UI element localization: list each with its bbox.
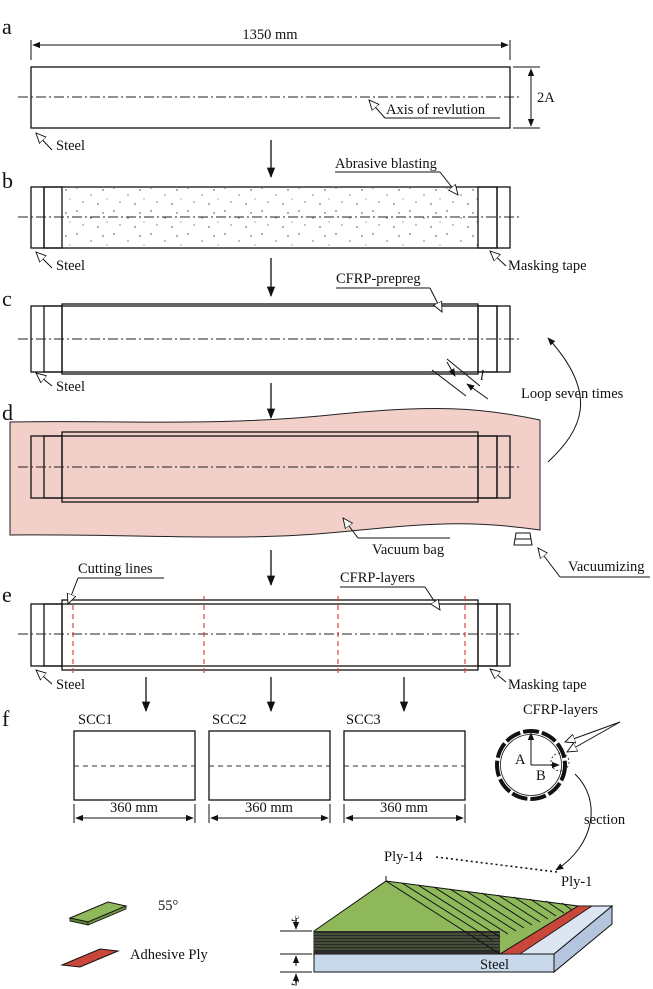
ply-14-label: Ply-14 <box>384 849 423 865</box>
panel-label-f: f <box>2 706 10 731</box>
panel-label-c: c <box>2 286 12 311</box>
blasting-label: Abrasive blasting <box>335 156 437 172</box>
panel-f: SCC1 360 mm SCC2 360 mm SCC3 360 mm <box>60 702 626 986</box>
steel-tube-b <box>30 186 511 249</box>
cfrp-layers-label-f: CFRP-layers <box>523 702 598 718</box>
panel-e: Cutting lines CFRP-layers Steel Masking … <box>18 561 587 693</box>
legend: 55° Adhesive Ply <box>60 898 208 968</box>
loop-label: Loop seven times <box>521 386 624 402</box>
masking-tape-left <box>43 186 63 249</box>
specimen-length: 360 mm <box>380 800 429 816</box>
cross-section: A B CFRP-layers section <box>495 702 626 871</box>
specimen-length: 360 mm <box>245 800 294 816</box>
steel-label-a: Steel <box>56 138 85 154</box>
masking-tape-label-b: Masking tape <box>508 258 587 274</box>
panel-d: Loop seven times Vacuum bag Vacuumizing <box>9 337 650 578</box>
specimen-name: SCC3 <box>346 712 381 728</box>
vacuum-bag-label: Vacuum bag <box>372 542 444 558</box>
panel-label-a: a <box>2 14 12 39</box>
panel-c: CFRP-prepreg Steel l <box>18 271 522 400</box>
specimen-scc1: SCC1 360 mm <box>73 712 196 823</box>
section-label: section <box>584 812 626 828</box>
vacuum-bag <box>9 407 541 538</box>
blasted-surface <box>62 188 478 247</box>
steel-label-c: Steel <box>56 379 85 395</box>
radius-a-label: A <box>515 752 526 768</box>
cutting-lines-label: Cutting lines <box>78 561 153 577</box>
length-label: 1350 mm <box>242 27 298 43</box>
cfrp-layers-e <box>61 599 479 671</box>
vacuumizing-label: Vacuumizing <box>568 559 645 575</box>
laminate-stack: Steel Ply-14 Ply-1 tc ts <box>280 849 614 986</box>
steel-tube <box>30 66 511 129</box>
panel-label-d: d <box>2 400 13 425</box>
ply-1-label: Ply-1 <box>561 874 592 890</box>
axis-label: Axis of revlution <box>386 102 486 118</box>
legend-label-adhesive: Adhesive Ply <box>130 947 208 963</box>
panel-a: 1350 mm 2A Axis of revlution Steel <box>18 27 555 154</box>
panel-label-b: b <box>2 168 13 193</box>
legend-label-55deg: 55° <box>158 898 179 914</box>
radius-b-label: B <box>536 768 546 784</box>
panel-b: Abrasive blasting Steel Masking tape <box>18 156 587 274</box>
cfrp-plies-edge <box>314 931 500 954</box>
steel-label-e: Steel <box>56 677 85 693</box>
specimen-name: SCC2 <box>212 712 247 728</box>
specimen-name: SCC1 <box>78 712 113 728</box>
diameter-label: 2A <box>537 90 555 106</box>
width-symbol: l <box>480 368 484 384</box>
cfrp-layers-label-e: CFRP-layers <box>340 570 415 586</box>
prepreg-label: CFRP-prepreg <box>336 271 421 287</box>
steel-label-f: Steel <box>480 957 509 973</box>
loop-arrow <box>547 337 582 463</box>
masking-tape-right <box>477 186 498 249</box>
specimen-scc2: SCC2 360 mm <box>208 712 331 823</box>
specimen-scc3: SCC3 360 mm <box>343 712 466 823</box>
thickness-c-label: tc <box>288 915 301 922</box>
legend-swatch-adhesive <box>60 948 120 968</box>
thickness-s-label: ts <box>288 980 301 986</box>
steel-tube-e <box>30 603 511 667</box>
steel-plate-front <box>313 953 555 973</box>
steel-label-b: Steel <box>56 258 85 274</box>
panel-label-e: e <box>2 582 12 607</box>
specimen-length: 360 mm <box>110 800 159 816</box>
masking-tape-label-e: Masking tape <box>508 677 587 693</box>
